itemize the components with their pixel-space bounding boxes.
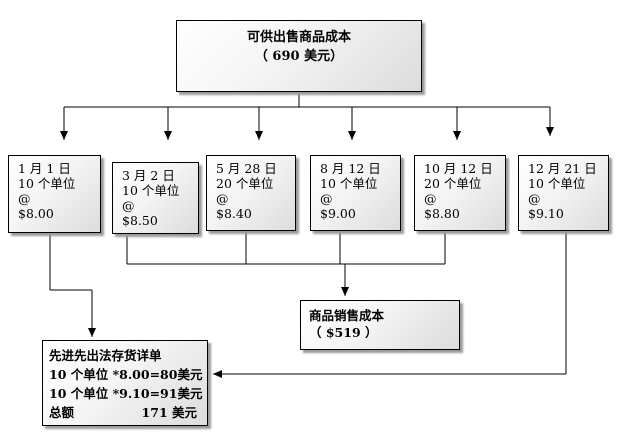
batch-box-mar-2: 3 月 2 日 10 个单位 @ $8.50	[112, 162, 199, 234]
batch-price: $8.00	[18, 206, 54, 221]
batch-units: 10 个单位	[122, 183, 180, 198]
batch-box-dec-21: 12 月 21 日 10 个单位 @ $9.10	[518, 155, 609, 231]
batch-date: 8 月 12 日	[320, 161, 381, 176]
fifo-line-1: 10 个单位 *8.00=80 美元	[49, 365, 207, 384]
batch-at: @	[122, 198, 135, 213]
fifo-line-2: 10 个单位 *9.10=91 美元	[49, 384, 207, 403]
batch-units: 20 个单位	[424, 176, 482, 191]
cogs-title: 商品销售成本	[309, 308, 385, 323]
batch-date: 12 月 21 日	[528, 161, 597, 176]
batch-box-jan-1: 1 月 1 日 10 个单位 @ $8.00	[8, 155, 101, 233]
batch-price: $9.10	[528, 206, 564, 221]
batch-at: @	[320, 191, 333, 206]
batch-price: $8.50	[122, 213, 158, 228]
batch-at: @	[528, 191, 541, 206]
batch-date: 1 月 1 日	[18, 161, 71, 176]
batch-box-may-28: 5 月 28 日 20 个单位 @ $8.40	[206, 155, 296, 231]
goods-available-box: 可供出售商品成本 （ 690 美元）	[176, 20, 422, 92]
batch-date: 10 月 12 日	[424, 161, 493, 176]
batch-box-oct-12: 10 月 12 日 20 个单位 @ $8.80	[414, 155, 506, 231]
batch-at: @	[18, 191, 31, 206]
batch-units: 10 个单位	[18, 176, 76, 191]
batch-units: 10 个单位	[528, 176, 586, 191]
fifo-line-1-unit: 美元	[177, 367, 203, 382]
fifo-line-2-calc: 10 个单位 *9.10=91	[49, 386, 178, 401]
fifo-total: 总额 171 美元	[49, 403, 207, 422]
goods-available-amount: （ 690 美元）	[254, 49, 344, 64]
batch-units: 10 个单位	[320, 176, 378, 191]
fifo-title: 先进先出法存货详单	[49, 348, 162, 363]
cogs-amount: （ $519 ）	[309, 325, 378, 340]
batch-price: $9.00	[320, 206, 356, 221]
fifo-total-value: 171 美元	[141, 405, 197, 420]
fifo-line-1-calc: 10 个单位 *8.00=80	[49, 367, 178, 382]
cost-of-goods-sold-box: 商品销售成本 （ $519 ）	[300, 300, 460, 350]
batch-box-aug-12: 8 月 12 日 10 个单位 @ $9.00	[310, 155, 401, 231]
fifo-line-2-unit: 美元	[177, 386, 203, 401]
batch-date: 3 月 2 日	[122, 168, 175, 183]
fifo-inventory-box: 先进先出法存货详单 10 个单位 *8.00=80 美元 10 个单位 *9.1…	[42, 340, 208, 426]
batch-price: $8.40	[216, 206, 252, 221]
goods-available-title: 可供出售商品成本	[246, 30, 351, 45]
batch-units: 20 个单位	[216, 176, 274, 191]
batch-at: @	[216, 191, 229, 206]
batch-date: 5 月 28 日	[216, 161, 277, 176]
batch-price: $8.80	[424, 206, 460, 221]
fifo-total-label: 总额	[49, 405, 75, 420]
batch-at: @	[424, 191, 437, 206]
